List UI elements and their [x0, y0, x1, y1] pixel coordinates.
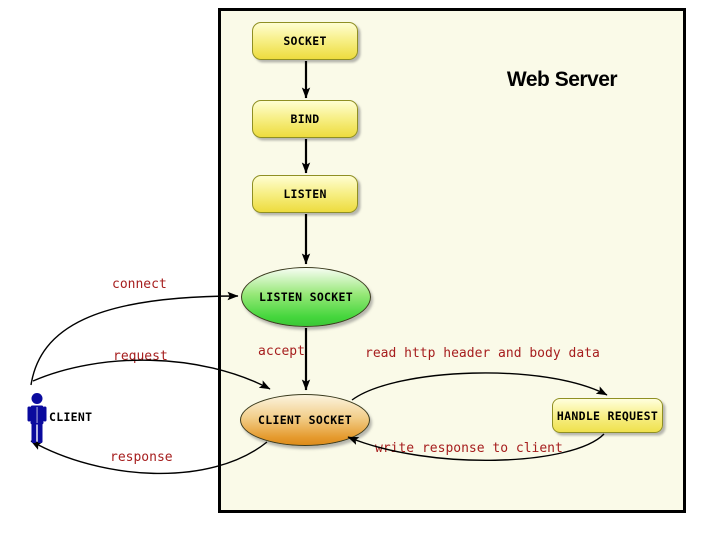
edge-label-accept: accept: [258, 344, 305, 359]
node-listen: LISTEN: [252, 175, 358, 213]
client-person-icon: [27, 393, 47, 443]
node-socket-label: SOCKET: [283, 34, 327, 48]
node-client-socket: CLIENT SOCKET: [240, 394, 370, 446]
node-listen-socket-label: LISTEN SOCKET: [259, 290, 353, 304]
client-label: CLIENT: [49, 410, 93, 424]
edge-label-response: response: [110, 450, 173, 465]
edge-label-request: request: [113, 349, 168, 364]
node-handle-request-label: HANDLE REQUEST: [556, 408, 659, 423]
edge-label-connect: connect: [112, 277, 167, 292]
web-server-title: Web Server: [506, 68, 618, 91]
edge-connect-arrow: [30, 291, 239, 386]
node-handle-request: HANDLE REQUEST: [552, 398, 663, 433]
node-listen-label: LISTEN: [283, 187, 327, 201]
node-bind: BIND: [252, 100, 358, 138]
node-socket: SOCKET: [252, 22, 358, 60]
edge-label-write-response: write response to client: [375, 441, 563, 456]
node-bind-label: BIND: [290, 112, 320, 126]
node-client-socket-label: CLIENT SOCKET: [258, 413, 352, 427]
edge-label-read-request: read http header and body data: [365, 346, 600, 361]
node-listen-socket: LISTEN SOCKET: [241, 267, 371, 327]
